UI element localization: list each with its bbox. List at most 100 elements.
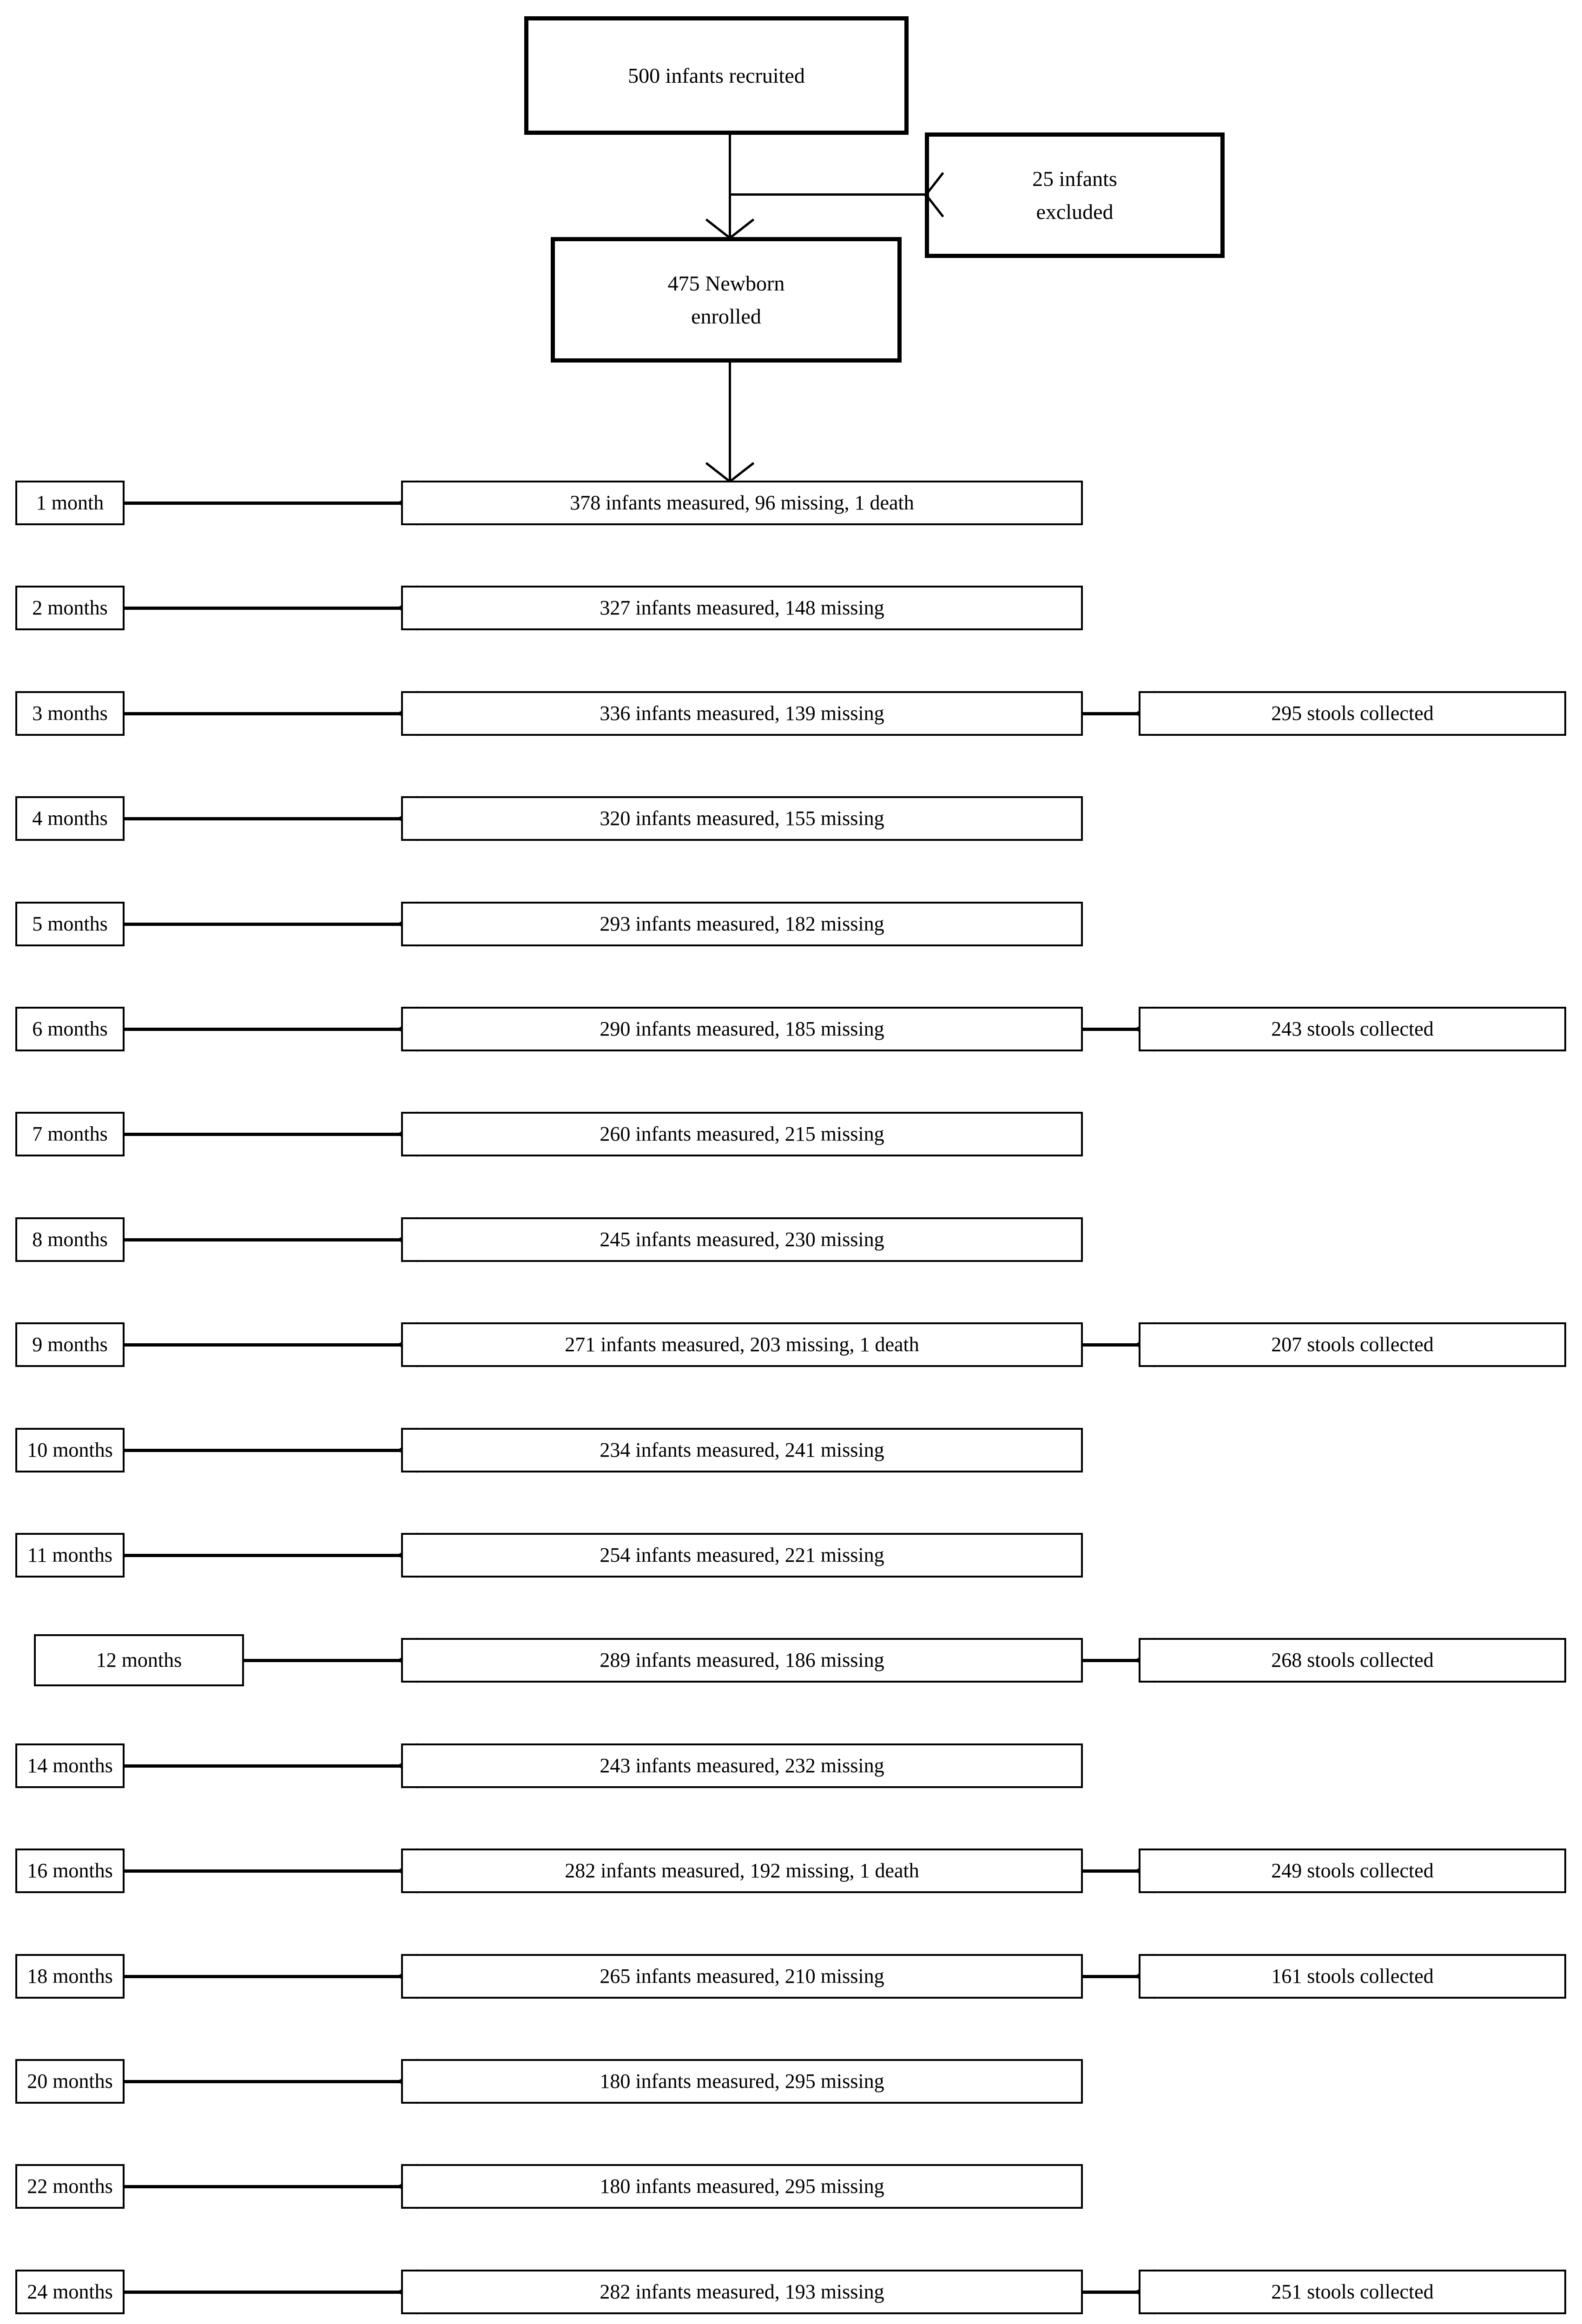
node-measured-10: 254 infants measured, 221 missing <box>401 1533 1083 1578</box>
connector-measured-to-stools-8 <box>1083 1343 1138 1347</box>
measured-label: 180 infants measured, 295 missing <box>600 2174 884 2198</box>
measured-label: 336 infants measured, 139 missing <box>600 701 884 725</box>
node-timepoint-4: 5 months <box>15 902 125 946</box>
stools-label: 207 stools collected <box>1271 1333 1434 1356</box>
timepoint-label: 16 months <box>27 1859 113 1882</box>
connector-timepoint-to-measured-1 <box>125 607 400 610</box>
timepoint-label: 11 months <box>27 1543 112 1566</box>
connector-timepoint-to-measured-8 <box>125 1343 400 1347</box>
node-measured-17: 282 infants measured, 193 missing <box>401 2270 1083 2314</box>
timepoint-label: 2 months <box>32 596 108 619</box>
node-timepoint-14: 18 months <box>15 1954 125 1999</box>
connector-timepoint-to-measured-10 <box>125 1554 400 1557</box>
connector-timepoint-to-measured-13 <box>125 1869 400 1873</box>
timepoint-label: 3 months <box>32 701 108 725</box>
measured-label: 290 infants measured, 185 missing <box>600 1017 884 1040</box>
connector-measured-to-stools-17 <box>1083 2291 1138 2294</box>
node-timepoint-5: 6 months <box>15 1007 125 1051</box>
node-timepoint-1: 2 months <box>15 586 125 630</box>
stools-label: 243 stools collected <box>1271 1017 1434 1040</box>
node-measured-6: 260 infants measured, 215 missing <box>401 1112 1083 1156</box>
timepoint-label: 20 months <box>27 2069 113 2093</box>
node-stools-5: 243 stools collected <box>1139 1007 1566 1051</box>
timepoint-label: 6 months <box>32 1017 108 1040</box>
timepoint-label: 5 months <box>32 912 108 935</box>
node-measured-16: 180 infants measured, 295 missing <box>401 2164 1083 2209</box>
node-timepoint-6: 7 months <box>15 1112 125 1156</box>
node-475-newborn-enrolled: 475 Newborn enrolled <box>551 237 902 363</box>
node-timepoint-17: 24 months <box>15 2270 125 2314</box>
measured-label: 265 infants measured, 210 missing <box>600 1964 884 1987</box>
connector-measured-to-stools-14 <box>1083 1975 1138 1978</box>
measured-label: 320 infants measured, 155 missing <box>600 806 884 830</box>
node-stools-17: 251 stools collected <box>1139 2270 1566 2314</box>
connector-timepoint-to-measured-14 <box>125 1975 400 1978</box>
measured-label: 245 infants measured, 230 missing <box>600 1228 884 1251</box>
connector-timepoint-to-measured-17 <box>125 2291 400 2294</box>
node-timepoint-15: 20 months <box>15 2059 125 2104</box>
node-timepoint-12: 14 months <box>15 1743 125 1788</box>
node-measured-2: 336 infants measured, 139 missing <box>401 691 1083 736</box>
connector-measured-to-stools-5 <box>1083 1028 1138 1031</box>
connector-timepoint-to-measured-4 <box>125 923 400 926</box>
node-timepoint-2: 3 months <box>15 691 125 736</box>
node-timepoint-11: 12 months <box>34 1634 244 1686</box>
connector-timepoint-to-measured-11 <box>244 1659 400 1662</box>
measured-label: 282 infants measured, 192 missing, 1 dea… <box>565 1859 919 1882</box>
node-stools-2: 295 stools collected <box>1139 691 1566 736</box>
connector-recruited-to-enrolled <box>729 135 731 238</box>
stools-label: 268 stools collected <box>1271 1648 1434 1671</box>
connector-timepoint-to-measured-12 <box>125 1764 400 1768</box>
node-measured-0: 378 infants measured, 96 missing, 1 deat… <box>401 481 1083 525</box>
timepoint-label: 7 months <box>32 1122 108 1145</box>
measured-label: 327 infants measured, 148 missing <box>600 596 884 619</box>
measured-label: 282 infants measured, 193 missing <box>600 2280 884 2303</box>
timepoint-label: 9 months <box>32 1333 108 1356</box>
node-measured-1: 327 infants measured, 148 missing <box>401 586 1083 630</box>
node-timepoint-8: 9 months <box>15 1322 125 1367</box>
node-timepoint-7: 8 months <box>15 1217 125 1262</box>
node-timepoint-0: 1 month <box>15 481 125 525</box>
node-timepoint-10: 11 months <box>15 1533 125 1578</box>
timepoint-label: 22 months <box>27 2174 113 2198</box>
stools-label: 249 stools collected <box>1271 1859 1434 1882</box>
node-timepoint-9: 10 months <box>15 1428 125 1472</box>
node-enrolled-label: 475 Newborn enrolled <box>667 271 785 328</box>
connector-timepoint-to-measured-9 <box>125 1449 400 1452</box>
measured-label: 271 infants measured, 203 missing, 1 dea… <box>565 1333 919 1356</box>
measured-label: 293 infants measured, 182 missing <box>600 912 884 935</box>
node-measured-4: 293 infants measured, 182 missing <box>401 902 1083 946</box>
node-measured-15: 180 infants measured, 295 missing <box>401 2059 1083 2104</box>
stools-label: 251 stools collected <box>1271 2280 1434 2303</box>
node-recruited-label: 500 infants recruited <box>628 63 805 87</box>
timepoint-label: 10 months <box>27 1438 113 1461</box>
node-measured-9: 234 infants measured, 241 missing <box>401 1428 1083 1472</box>
node-measured-11: 289 infants measured, 186 missing <box>401 1638 1083 1683</box>
connector-measured-to-stools-13 <box>1083 1869 1138 1873</box>
timepoint-label: 4 months <box>32 806 108 830</box>
node-stools-11: 268 stools collected <box>1139 1638 1566 1683</box>
node-500-infants-recruited: 500 infants recruited <box>524 16 909 135</box>
connector-timepoint-to-measured-6 <box>125 1133 400 1136</box>
timepoint-label: 18 months <box>27 1964 113 1987</box>
connector-timepoint-to-measured-15 <box>125 2080 400 2083</box>
timepoint-label: 1 month <box>36 491 104 514</box>
connector-timepoint-to-measured-2 <box>125 712 400 715</box>
node-measured-14: 265 infants measured, 210 missing <box>401 1954 1083 1999</box>
node-timepoint-16: 22 months <box>15 2164 125 2209</box>
connector-timepoint-to-measured-0 <box>125 502 400 505</box>
measured-label: 254 infants measured, 221 missing <box>600 1543 884 1566</box>
stools-label: 161 stools collected <box>1271 1964 1434 1987</box>
connector-measured-to-stools-2 <box>1083 712 1138 715</box>
timepoint-label: 14 months <box>27 1754 113 1777</box>
node-25-infants-excluded: 25 infants excluded <box>925 132 1225 258</box>
measured-label: 180 infants measured, 295 missing <box>600 2069 884 2093</box>
timepoint-label: 8 months <box>32 1228 108 1251</box>
node-stools-8: 207 stools collected <box>1139 1322 1566 1367</box>
node-timepoint-13: 16 months <box>15 1849 125 1893</box>
measured-label: 289 infants measured, 186 missing <box>600 1648 884 1671</box>
timepoint-label: 24 months <box>27 2280 113 2303</box>
stools-label: 295 stools collected <box>1271 701 1434 725</box>
connector-enrolled-to-timeline <box>729 363 731 482</box>
